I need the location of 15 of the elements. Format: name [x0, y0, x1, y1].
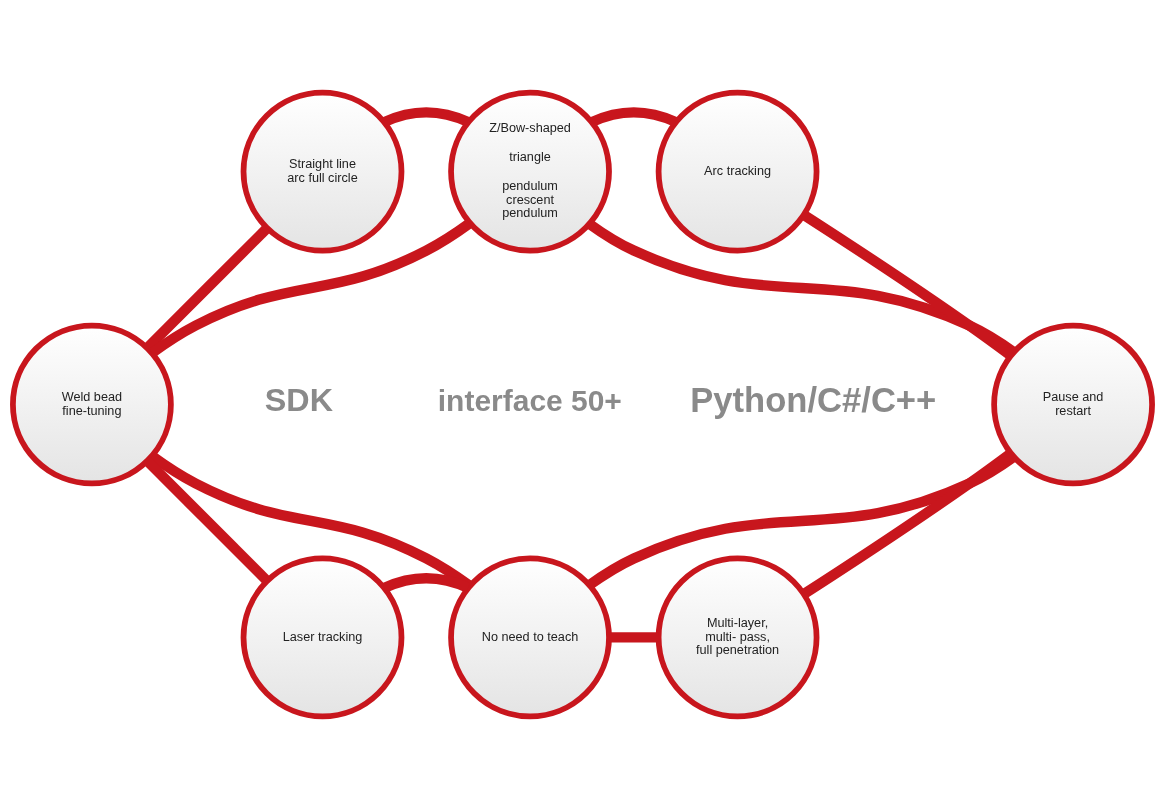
connector [589, 106, 678, 127]
connector [609, 631, 659, 643]
node-circle: Multi-layer, multi- pass, full penetration [655, 555, 820, 719]
node-circle: No need to teach [448, 555, 612, 719]
connector [149, 218, 473, 357]
node-circle: Laser tracking [240, 555, 405, 719]
connector [382, 106, 470, 127]
node-circle: Weld bead fine-tuning [10, 322, 174, 486]
node-circle: Straight line arc full circle [240, 89, 405, 253]
label: interface 50+ [437, 383, 622, 417]
label: SDK [264, 381, 333, 418]
node-circle: Pause and restart [991, 322, 1155, 486]
node-circle: Arc tracking [655, 89, 820, 253]
node-circle: Z/Bow-shaped triangle pendulum crescent pendulum [448, 89, 612, 253]
label: Python/C#/C++ [690, 380, 937, 419]
